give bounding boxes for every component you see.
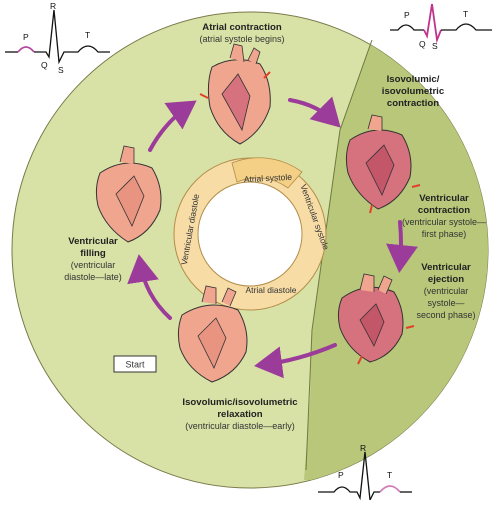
heart-ventricular-ejection (337, 273, 415, 365)
stage-title-line3: contraction (387, 98, 439, 109)
ecg-label-t: T (387, 470, 392, 480)
stage-ventricular-ejection: Ventricular ejection (ventricular systol… (416, 262, 475, 320)
ecg-label-q: Q (41, 60, 48, 70)
ecg-label-p: P (23, 32, 29, 42)
start-box: Start (113, 355, 157, 373)
stage-ventricular-contraction: Ventricular contraction (ventricular sys… (402, 193, 486, 239)
stage-ventricular-filling: Ventricular filling (ventricular diastol… (64, 236, 122, 282)
atrial-systole-band (231, 157, 303, 189)
ecg-label-t: T (85, 30, 90, 40)
ecg-label-r: R (360, 443, 366, 453)
heart-isovolumic-contraction (345, 114, 421, 214)
ecg-label-p: P (338, 470, 344, 480)
heart-ventricular-filling (95, 145, 162, 243)
stage-subtitle-line1: (ventricular (71, 260, 116, 270)
ecg-label-s: S (432, 41, 438, 51)
ecg-label-r: R (50, 1, 56, 11)
stage-subtitle-line2: systole— (427, 298, 464, 308)
stage-title-line2: relaxation (217, 409, 262, 420)
cycle-arrow-4 (127, 254, 172, 320)
stage-title-line2: ejection (428, 274, 464, 285)
stage-title-line2: isovolumetric (382, 86, 445, 97)
stage-isovolumic-contraction: Isovolumic/ isovolumetric contraction (382, 74, 445, 109)
stage-title-line1: Ventricular (419, 193, 469, 204)
ring-label-atrial-diastole: Atrial diastole (245, 285, 296, 295)
stage-subtitle-line1: (ventricular systole— (402, 217, 486, 227)
ecg-label-s: S (58, 65, 64, 75)
start-label: Start (125, 360, 145, 370)
stage-atrial-contraction: Atrial contraction (atrial systole begin… (199, 22, 284, 44)
cycle-arrow-3 (254, 343, 337, 379)
stage-title: Atrial contraction (202, 22, 282, 33)
stage-title-line1: Ventricular (68, 236, 118, 247)
cycle-arrow-2 (386, 220, 418, 273)
ring-label-atrial-systole: Atrial systole (244, 172, 293, 185)
stage-title-line2: filling (80, 248, 106, 259)
ecg-label-p: P (404, 10, 410, 20)
ecg-trace-qrs-highlight: P Q S T (390, 3, 492, 51)
stage-subtitle-line1: (ventricular (424, 286, 469, 296)
stage-title-line2: contraction (418, 205, 470, 216)
stage-title-line1: Ventricular (421, 262, 471, 273)
stage-subtitle: (ventricular diastole—early) (185, 421, 295, 431)
ecg-label-q: Q (419, 39, 426, 49)
cycle-arrow-1 (288, 96, 341, 128)
stage-title-line1: Isovolumic/ (387, 74, 440, 85)
ecg-trace-p-highlight: P R Q S T (5, 1, 110, 75)
cycle-arrow-5 (148, 100, 197, 152)
stage-isovolumic-relaxation: Isovolumic/isovolumetric relaxation (ven… (182, 397, 298, 431)
stage-subtitle: (atrial systole begins) (199, 34, 284, 44)
heart-atrial-contraction (199, 43, 271, 145)
stage-subtitle-line2: first phase) (422, 229, 467, 239)
ecg-trace-t-highlight: P R T (318, 443, 412, 503)
ecg-label-t: T (463, 9, 468, 19)
ring-center (197, 181, 303, 287)
stage-title-line1: Isovolumic/isovolumetric (182, 397, 298, 408)
stage-subtitle-line3: second phase) (416, 310, 475, 320)
stage-subtitle-line2: diastole—late) (64, 272, 122, 282)
heart-isovolumic-relaxation (177, 285, 248, 383)
